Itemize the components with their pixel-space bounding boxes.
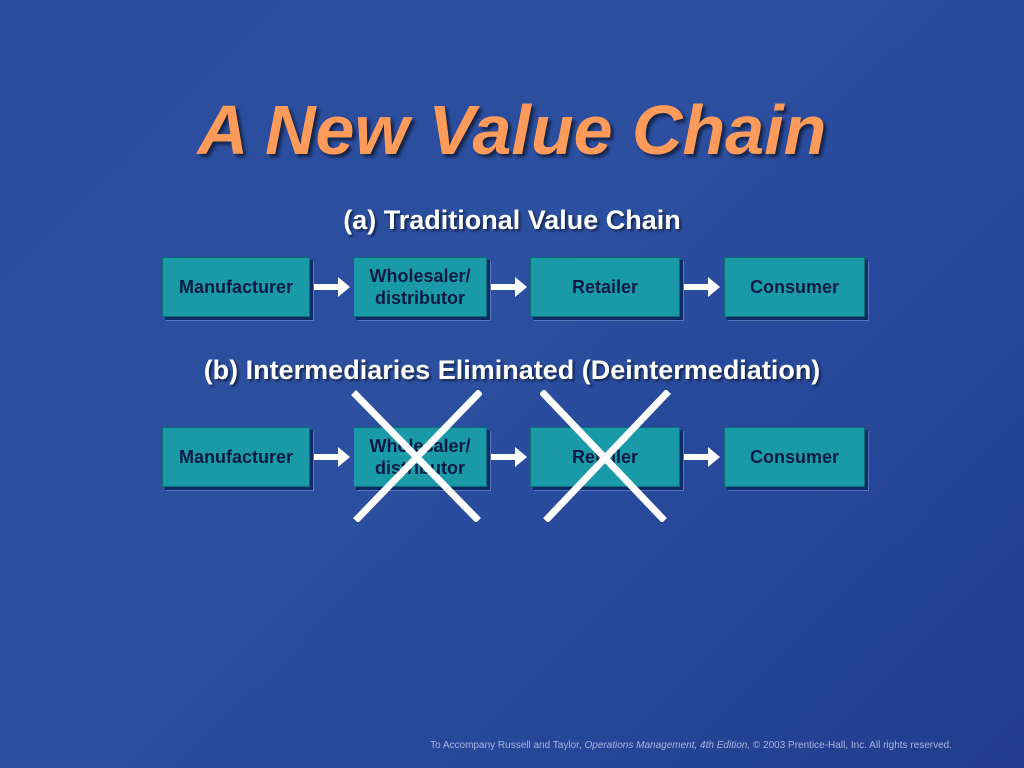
row-a-retailer-label: Retailer (571, 277, 639, 297)
row-a-retailer-box: Retailer (530, 257, 680, 317)
copyright-footer: To Accompany Russell and Taylor, Operati… (430, 740, 952, 751)
footer-prefix: To Accompany Russell and Taylor, (430, 740, 585, 751)
eliminated-retailer-cross-icon (540, 390, 671, 522)
row-b-consumer-label: Consumer (749, 447, 839, 467)
deintermediation-heading: (b) Intermediaries Eliminated (Deinterme… (203, 355, 821, 385)
slide-title: A New Value Chain (197, 91, 827, 169)
footer-book-title: Operations Management, 4th Edition, (584, 740, 751, 751)
row-a-consumer-label: Consumer (749, 277, 839, 297)
row-a-manufacturer-box: Manufacturer (162, 257, 310, 317)
row-a-manufacturer-label: Manufacturer (178, 277, 294, 297)
row-a-arrow-3 (684, 277, 720, 297)
row-b-arrow-2 (491, 447, 527, 467)
row-a-wholesaler-label: Wholesaler/ distributor (369, 266, 471, 308)
row-a-wholesaler-box: Wholesaler/ distributor (353, 257, 487, 317)
row-a-consumer-box: Consumer (724, 257, 865, 317)
row-b-manufacturer-label: Manufacturer (178, 447, 294, 467)
row-b-consumer-box: Consumer (724, 427, 865, 487)
row-b-arrow-3 (684, 447, 720, 467)
row-b-wholesaler-box: Wholesaler/ distributor (353, 427, 487, 487)
row-b-manufacturer-box: Manufacturer (162, 427, 310, 487)
traditional-heading: (a) Traditional Value Chain (343, 205, 681, 235)
row-a-arrow-1 (314, 277, 350, 297)
row-b-arrow-1 (314, 447, 350, 467)
eliminated-wholesaler-cross-icon (351, 390, 482, 522)
row-a-arrow-2 (491, 277, 527, 297)
footer-suffix: © 2003 Prentice-Hall, Inc. All rights re… (750, 740, 952, 751)
